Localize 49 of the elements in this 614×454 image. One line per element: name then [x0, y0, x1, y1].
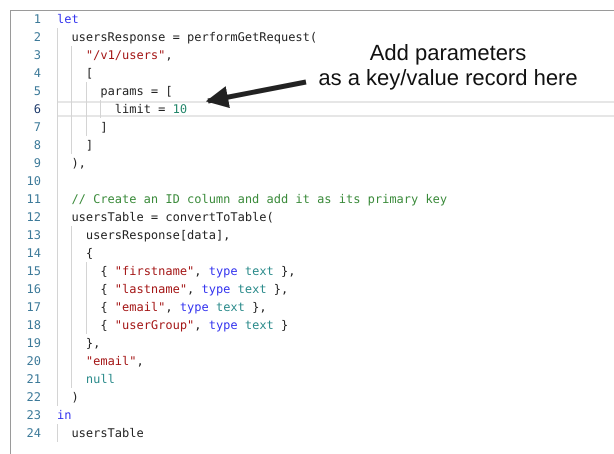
code-line: usersResponse[data],	[86, 227, 230, 244]
line-number: 2	[32, 29, 41, 46]
line-number: 11	[26, 191, 41, 208]
line-number: 10	[26, 173, 41, 190]
line-number: 16	[26, 281, 41, 298]
line-number: 7	[32, 119, 41, 136]
code-line: "email",	[86, 353, 144, 370]
code-line: { "lastname", type text },	[100, 281, 288, 298]
code-line: { "firstname", type text },	[100, 263, 296, 280]
line-number: 23	[26, 407, 41, 424]
line-number: 17	[26, 299, 41, 316]
code-line: usersResponse = performGetRequest(	[71, 29, 318, 46]
line-number: 4	[32, 65, 41, 82]
line-number: 6	[32, 101, 41, 118]
arrow	[206, 80, 306, 108]
code-line: in	[57, 407, 72, 424]
code-line: ),	[71, 155, 86, 172]
line-number: 9	[32, 155, 41, 172]
code-line: [	[86, 65, 94, 82]
line-number: 24	[26, 425, 41, 442]
line-number: 20	[26, 353, 41, 370]
code-line: // Create an ID column and add it as its primary key	[71, 191, 448, 208]
line-number: 3	[32, 47, 41, 64]
line-number: 8	[32, 137, 41, 154]
code-line: limit = 10	[114, 101, 188, 118]
code-line: },	[86, 335, 100, 352]
line-number: 19	[26, 335, 41, 352]
code-line: let	[57, 11, 79, 28]
code-line: ]	[86, 137, 94, 154]
line-number: 13	[26, 227, 41, 244]
line-number: 5	[32, 83, 41, 100]
code-line: params = [	[100, 83, 173, 100]
line-number: 1	[32, 11, 41, 28]
code-line: usersTable	[71, 425, 144, 442]
code-line: { "email", type text },	[100, 299, 267, 316]
line-number: 22	[26, 389, 41, 406]
line-number: 18	[26, 317, 41, 334]
code-line: {	[86, 245, 94, 262]
line-number: 15	[26, 263, 41, 280]
code-line: { "userGroup", type text }	[100, 317, 288, 334]
line-number: 21	[26, 371, 41, 388]
code-line: )	[71, 389, 79, 406]
code-line: null	[86, 371, 115, 388]
code-line: "/v1/users",	[86, 47, 173, 64]
line-number: 14	[26, 245, 41, 262]
code-line: usersTable = convertToTable(	[71, 209, 274, 226]
code-line: ]	[100, 119, 108, 136]
current-line-highlight	[57, 101, 614, 117]
line-number: 12	[26, 209, 41, 226]
